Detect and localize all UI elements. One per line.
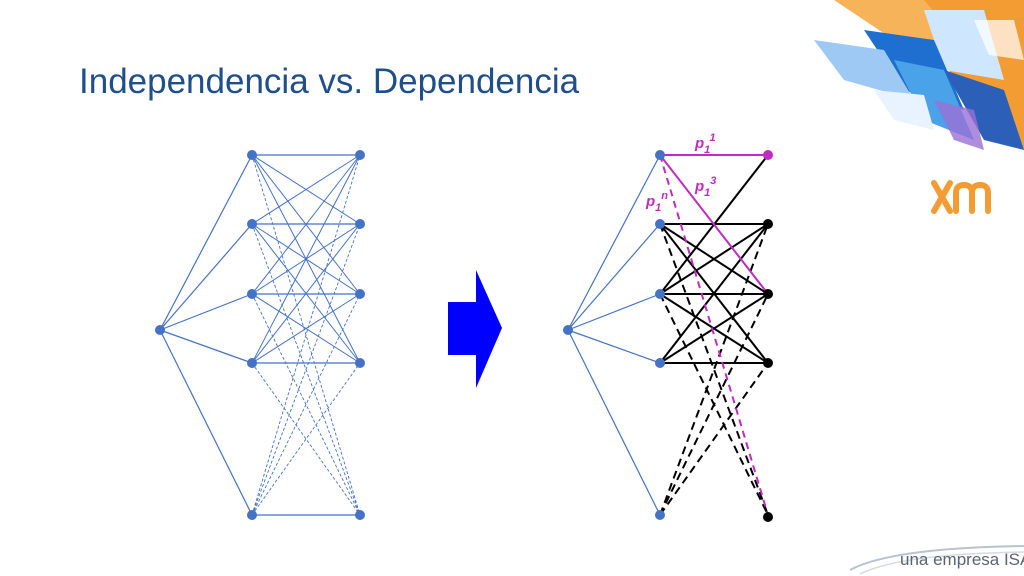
right-network: p11 p13 p1n [563, 132, 773, 522]
footer-tagline: una empresa ISA [900, 550, 1024, 569]
left-network [155, 150, 365, 520]
slide-title: Independencia vs. Dependencia [79, 62, 580, 101]
label-p1-1: p11 [694, 132, 716, 156]
label-p1-n: p1n [645, 190, 668, 214]
xm-logo [931, 180, 991, 214]
right-root-node [563, 325, 573, 335]
corner-decoration [814, 0, 1024, 150]
left-root-node [155, 325, 165, 335]
right-arrow [448, 270, 502, 388]
footer-swoosh [850, 545, 1024, 575]
label-p1-3: p13 [694, 175, 716, 199]
